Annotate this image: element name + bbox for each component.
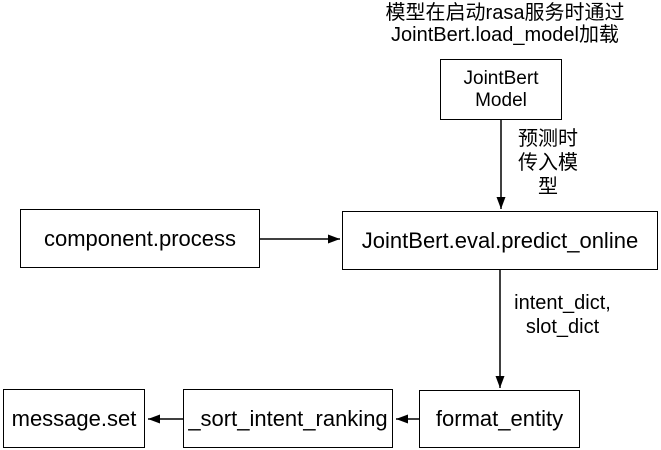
- edge-label-predict-input: 预测时 传入模 型: [518, 128, 578, 198]
- node-jointbert-model: JointBert Model: [440, 59, 562, 120]
- node-component-process: component.process: [20, 209, 260, 268]
- node-sort-intent-ranking: _sort_intent_ranking: [183, 389, 393, 448]
- edge-label-predict-output: intent_dict, slot_dict: [514, 292, 611, 338]
- node-message-set: message.set: [3, 389, 145, 448]
- node-predict-online: JointBert.eval.predict_online: [342, 211, 658, 270]
- node-format-entity: format_entity: [419, 390, 580, 448]
- top-annotation: 模型在启动rasa服务时通过 JointBert.load_model加载: [385, 2, 625, 46]
